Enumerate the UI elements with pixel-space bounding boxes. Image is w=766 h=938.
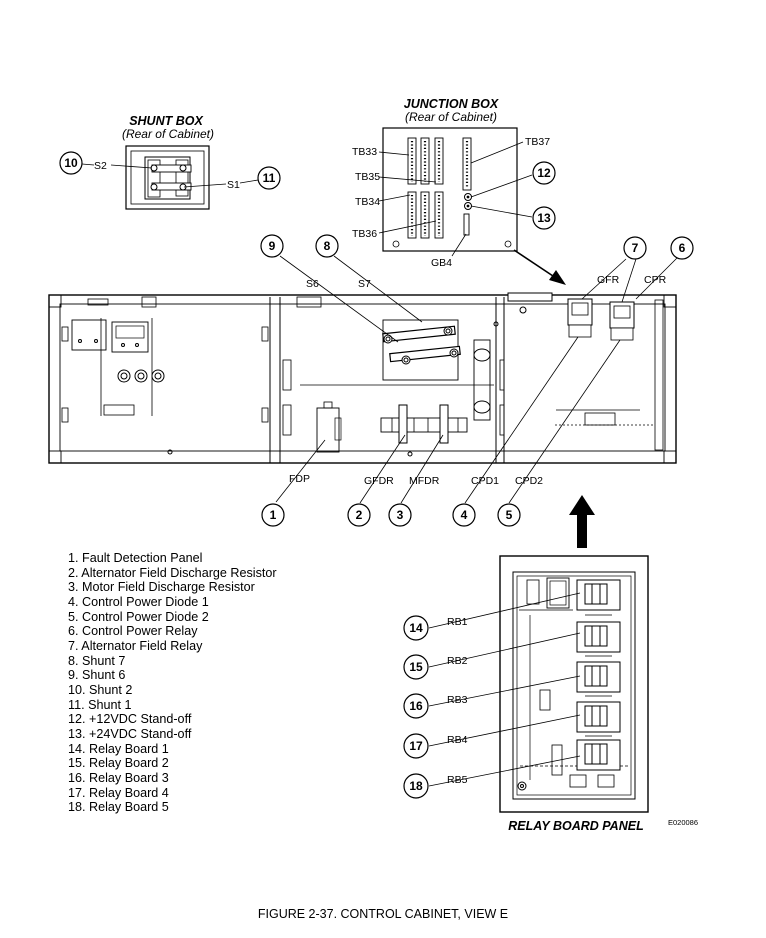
- svg-text:1: 1: [270, 508, 277, 522]
- relay-panel-labels: RB1 RB2 RB3 RB4 RB5 RELAY BOARD PANEL: [447, 616, 644, 833]
- legend-item: 12. +12VDC Stand-off: [68, 712, 192, 727]
- legend-list: 1. Fault Detection Panel 2. Alternator F…: [68, 551, 277, 815]
- legend-item: 9. Shunt 6: [68, 668, 126, 683]
- cabinet-labels: S6 S7 GFR CPR FDP GFDR MFDR CPD1 CPD2: [275, 255, 667, 548]
- svg-text:6: 6: [679, 241, 686, 255]
- label-cpd2: CPD2: [515, 475, 543, 487]
- callout-14: 14: [403, 615, 429, 641]
- svg-text:8: 8: [324, 239, 331, 253]
- legend-item: 4. Control Power Diode 1: [68, 594, 209, 609]
- label-fdp: FDP: [289, 473, 310, 485]
- relay-board-panel: [428, 555, 649, 813]
- label-gfr: GFR: [597, 274, 620, 286]
- label-rb5: RB5: [447, 774, 468, 786]
- shunt-box: SHUNT BOX (Rear of Cabinet) S2 S1: [94, 114, 240, 210]
- label-rb3: RB3: [447, 694, 468, 706]
- svg-text:18: 18: [409, 779, 423, 793]
- svg-text:15: 15: [409, 660, 423, 674]
- svg-text:12: 12: [537, 166, 551, 180]
- svg-text:13: 13: [537, 211, 551, 225]
- callout-15: 15: [403, 654, 429, 680]
- callouts: 10 11 12 13 9 8 7 6 1 2 3 4 5 14 15 16 1…: [59, 151, 694, 799]
- label-tb33: TB33: [352, 146, 377, 158]
- callout-13: 13: [532, 206, 556, 230]
- legend-item: 5. Control Power Diode 2: [68, 609, 209, 624]
- junction-box-subtitle: (Rear of Cabinet): [405, 110, 497, 124]
- legend-item: 2. Alternator Field Discharge Resistor: [68, 565, 277, 580]
- legend-item: 17. Relay Board 4: [68, 785, 169, 800]
- callout-8: 8: [315, 234, 339, 258]
- callout-6: 6: [635, 236, 694, 300]
- label-s7: S7: [358, 278, 371, 290]
- svg-text:14: 14: [409, 621, 423, 635]
- callout-1: 1: [261, 503, 285, 527]
- svg-text:16: 16: [409, 699, 423, 713]
- shunt-box-subtitle: (Rear of Cabinet): [122, 127, 214, 141]
- svg-text:2: 2: [356, 508, 363, 522]
- callout-12: 12: [532, 161, 556, 185]
- legend-item: 6. Control Power Relay: [68, 624, 198, 639]
- drawing-code: E020086: [668, 818, 699, 827]
- svg-text:5: 5: [506, 508, 513, 522]
- svg-text:4: 4: [461, 508, 468, 522]
- label-s1: S1: [227, 179, 240, 191]
- callout-11: 11: [239, 166, 281, 190]
- label-s2: S2: [94, 160, 107, 172]
- legend-item: 8. Shunt 7: [68, 653, 126, 668]
- junction-box-title: JUNCTION BOX: [404, 97, 499, 111]
- relay-panel-title: RELAY BOARD PANEL: [508, 819, 643, 833]
- legend-item: 13. +24VDC Stand-off: [68, 726, 192, 741]
- label-tb36: TB36: [352, 228, 377, 240]
- callout-5: 5: [497, 503, 521, 527]
- callout-18: 18: [403, 773, 429, 799]
- label-rb1: RB1: [447, 616, 468, 628]
- legend-item: 16. Relay Board 3: [68, 770, 169, 785]
- label-gb4: GB4: [431, 257, 452, 269]
- legend-item: 11. Shunt 1: [68, 697, 132, 712]
- shunt-box-title: SHUNT BOX: [129, 114, 203, 128]
- label-tb37: TB37: [525, 136, 550, 148]
- legend-item: 3. Motor Field Discharge Resistor: [68, 580, 255, 595]
- legend-item: 14. Relay Board 1: [68, 741, 169, 756]
- legend-item: 7. Alternator Field Relay: [68, 638, 203, 653]
- relay-boards: [576, 579, 621, 771]
- label-tb35: TB35: [355, 171, 380, 183]
- label-rb2: RB2: [447, 655, 468, 667]
- control-cabinet: [48, 292, 677, 464]
- junction-box: JUNCTION BOX (Rear of Cabinet): [352, 97, 566, 285]
- legend-item: 1. Fault Detection Panel: [68, 551, 203, 565]
- figure-caption: FIGURE 2-37. CONTROL CABINET, VIEW E: [257, 907, 509, 921]
- legend-item: 18. Relay Board 5: [68, 800, 169, 815]
- label-s6: S6: [306, 278, 319, 290]
- svg-text:7: 7: [632, 241, 639, 255]
- callout-7: 7: [623, 236, 647, 260]
- label-rb4: RB4: [447, 734, 468, 746]
- label-tb34: TB34: [355, 196, 380, 208]
- callout-3: 3: [388, 503, 412, 527]
- svg-text:3: 3: [397, 508, 404, 522]
- callout-2: 2: [347, 503, 371, 527]
- callout-4: 4: [452, 503, 476, 527]
- terminal-strips: [407, 137, 472, 239]
- label-mfdr: MFDR: [409, 475, 440, 487]
- svg-text:11: 11: [263, 171, 276, 185]
- callout-17: 17: [403, 733, 429, 759]
- svg-text:10: 10: [64, 156, 78, 170]
- label-cpd1: CPD1: [471, 475, 499, 487]
- callout-10: 10: [59, 151, 95, 175]
- legend-item: 10. Shunt 2: [68, 682, 133, 697]
- svg-text:17: 17: [409, 739, 423, 753]
- callout-9: 9: [260, 234, 284, 258]
- callout-16: 16: [403, 693, 429, 719]
- svg-text:9: 9: [269, 239, 276, 253]
- label-gfdr: GFDR: [364, 475, 394, 487]
- legend-item: 15. Relay Board 2: [68, 756, 169, 771]
